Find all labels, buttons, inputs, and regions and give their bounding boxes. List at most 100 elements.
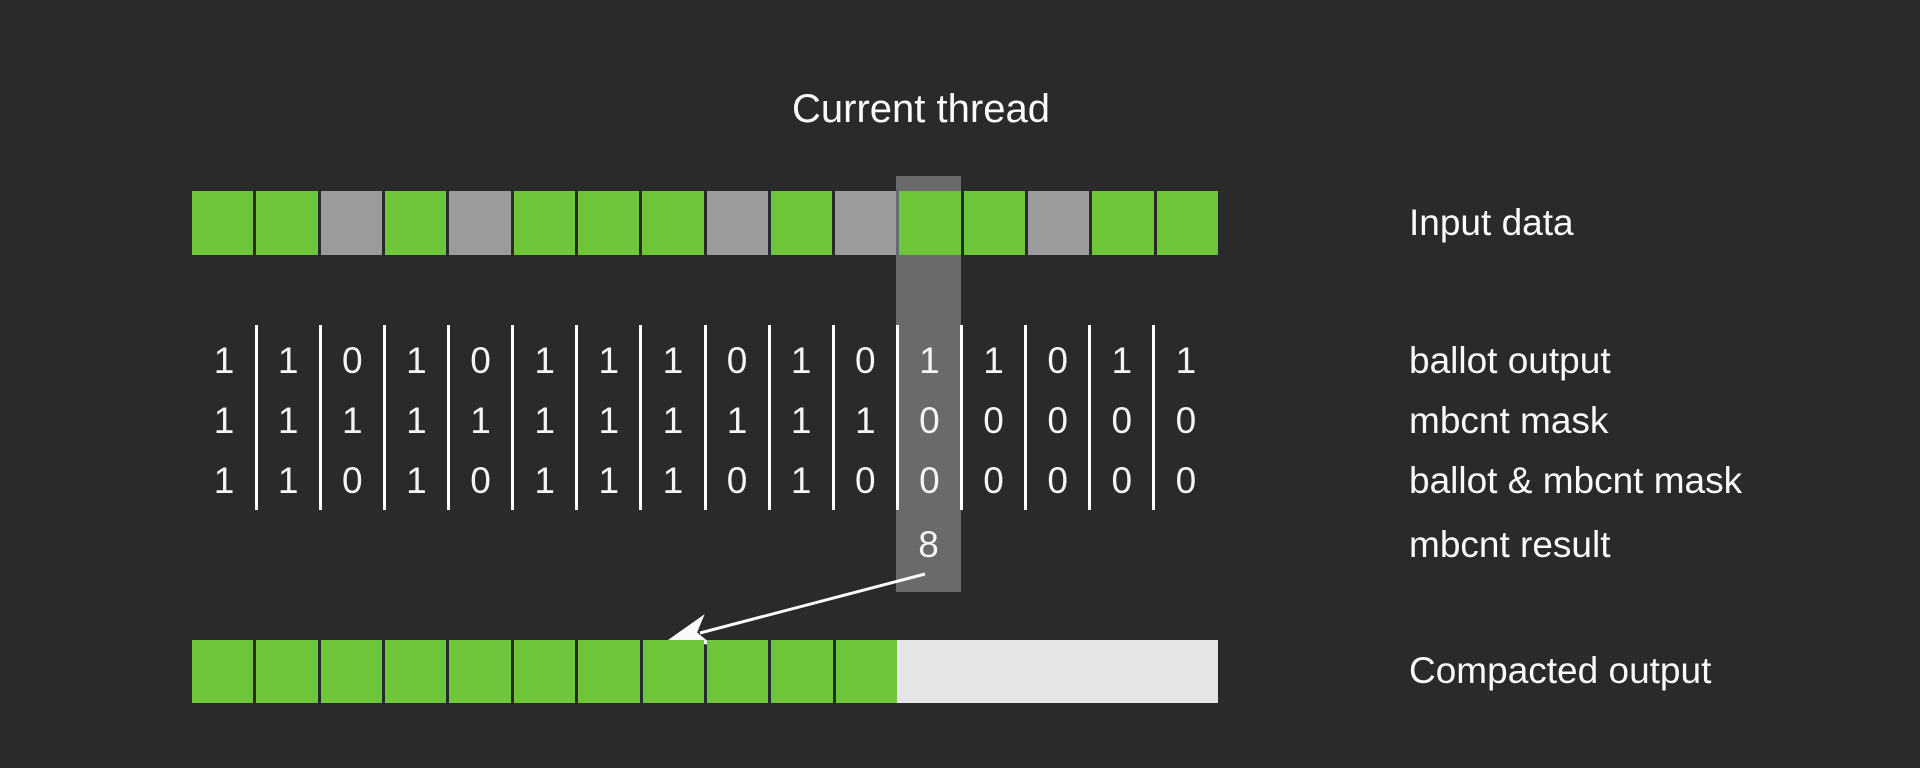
column-separator: [575, 325, 579, 510]
bit-digit: 1: [919, 340, 940, 381]
input-cell-active: [513, 191, 575, 255]
column-separator: [831, 325, 835, 510]
bit-digit: 1: [213, 400, 235, 441]
output-cell-filled: [706, 640, 769, 703]
input-cell-inactive: [320, 191, 382, 255]
input-cell-active: [899, 191, 961, 255]
bit-digit: 1: [598, 400, 620, 441]
bit-digit: 0: [470, 460, 491, 501]
bit-digit: 0: [1111, 400, 1133, 441]
output-cell-filled: [578, 640, 640, 703]
input-cell-inactive: [1028, 191, 1090, 255]
input-cell-inactive: [835, 191, 897, 255]
label-ballot-mbcnt-mask: ballot & mbcnt mask: [1409, 460, 1743, 501]
mbcnt-result-value: 8: [918, 524, 939, 565]
bit-digit: 1: [406, 460, 427, 501]
column-separator: [1152, 325, 1156, 510]
label-compacted-output: Compacted output: [1409, 650, 1712, 691]
bit-digit: 1: [790, 340, 812, 381]
current-thread-title: Current thread: [792, 87, 1050, 131]
output-cell-filled: [449, 640, 511, 703]
output-cell-filled: [642, 640, 704, 703]
column-separator: [960, 325, 963, 510]
bit-digit: 1: [213, 340, 235, 381]
bit-digit: 1: [534, 340, 555, 381]
input-data-row: [192, 191, 1218, 255]
column-separator: [703, 325, 707, 510]
bit-digit: 1: [662, 340, 684, 381]
bit-digit: 1: [662, 400, 684, 441]
bit-digit: 0: [1175, 460, 1197, 501]
bit-digit: 0: [1047, 400, 1068, 441]
bit-digit: 1: [855, 400, 876, 441]
input-cell-inactive: [449, 191, 511, 255]
column-separator: [254, 325, 258, 510]
bit-digit: 0: [1175, 400, 1197, 441]
bit-digit: 1: [277, 340, 299, 381]
input-cell-active: [963, 191, 1026, 255]
bit-digit: 1: [534, 400, 555, 441]
input-cell-inactive: [706, 191, 768, 255]
bit-digit: 0: [983, 400, 1004, 441]
bit-digit: 0: [342, 340, 363, 381]
input-cell-active: [384, 191, 447, 255]
output-cell-filled: [192, 640, 254, 703]
column-separator: [511, 325, 515, 510]
bit-digit: 0: [855, 460, 876, 501]
bit-digit: 1: [213, 460, 235, 501]
bit-digit: 0: [342, 460, 363, 501]
bit-digit: 0: [919, 460, 940, 501]
output-cell-filled: [385, 640, 447, 703]
output-cell-filled: [835, 640, 897, 703]
label-input-data: Input data: [1409, 202, 1574, 243]
bit-digit: 0: [470, 340, 491, 381]
label-ballot-output: ballot output: [1409, 340, 1611, 381]
input-cell-active: [192, 191, 254, 255]
compacted-output-row: [192, 640, 1218, 703]
bit-digit: 1: [534, 460, 555, 501]
input-cell-active: [770, 191, 833, 255]
bit-digit: 1: [598, 460, 620, 501]
bit-digit: 1: [790, 400, 812, 441]
bit-digit: 1: [406, 340, 427, 381]
column-separator: [1088, 325, 1092, 510]
output-cell-filled: [320, 640, 383, 703]
column-separator: [895, 325, 899, 510]
bit-digit: 0: [1111, 460, 1133, 501]
output-cell-filled: [771, 640, 833, 703]
input-cell-active: [577, 191, 640, 255]
bit-digit: 0: [726, 460, 748, 501]
bit-digit: 1: [983, 340, 1004, 381]
bit-digit: 0: [855, 340, 876, 381]
bit-digit: 1: [1111, 340, 1133, 381]
bit-digit: 1: [277, 400, 299, 441]
bit-digit: 1: [662, 460, 684, 501]
bit-digit: 1: [598, 340, 620, 381]
input-cell-active: [642, 191, 704, 255]
label-mbcnt-result: mbcnt result: [1409, 524, 1611, 565]
input-cell-active: [1156, 191, 1218, 255]
bit-column-separators: [192, 325, 1218, 510]
bit-digit: 1: [1175, 340, 1197, 381]
input-cell-active: [1092, 191, 1154, 255]
bit-digit: 1: [790, 460, 812, 501]
column-separator: [318, 325, 322, 510]
input-cell-active: [256, 191, 318, 255]
bit-digit: 0: [919, 400, 940, 441]
compacted-filled-section: [192, 640, 897, 703]
bit-digit: 1: [277, 460, 299, 501]
bit-digit: 1: [342, 400, 363, 441]
bit-digit: 0: [983, 460, 1004, 501]
bit-digit: 1: [726, 400, 748, 441]
column-separator: [382, 325, 386, 510]
bit-digit: 0: [726, 340, 748, 381]
output-empty-block: [897, 640, 1218, 703]
label-mbcnt-mask: mbcnt mask: [1409, 400, 1609, 441]
column-separator: [447, 325, 450, 510]
output-cell-filled: [256, 640, 318, 703]
column-separator: [639, 325, 643, 510]
